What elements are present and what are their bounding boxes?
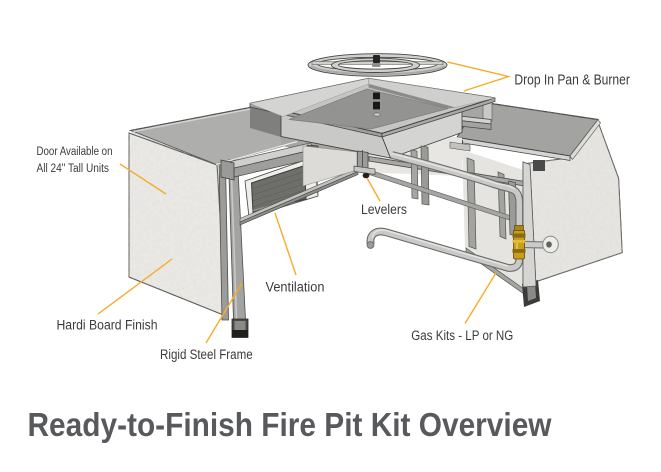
svg-text:Hardi Board Finish: Hardi Board Finish bbox=[57, 318, 158, 333]
svg-text:Rigid Steel Frame: Rigid Steel Frame bbox=[160, 347, 253, 362]
svg-text:Drop In Pan & Burner: Drop In Pan & Burner bbox=[514, 71, 630, 88]
svg-text:Levelers: Levelers bbox=[361, 202, 407, 217]
svg-text:Gas Kits - LP or NG: Gas Kits - LP or NG bbox=[411, 328, 513, 343]
svg-text:All 24" Tall Units: All 24" Tall Units bbox=[37, 163, 110, 175]
svg-text:Door Available on: Door Available on bbox=[37, 146, 113, 158]
svg-text:Ventilation: Ventilation bbox=[266, 279, 325, 294]
svg-text:Ready-to-Finish Fire Pit Kit O: Ready-to-Finish Fire Pit Kit Overview bbox=[28, 406, 552, 443]
